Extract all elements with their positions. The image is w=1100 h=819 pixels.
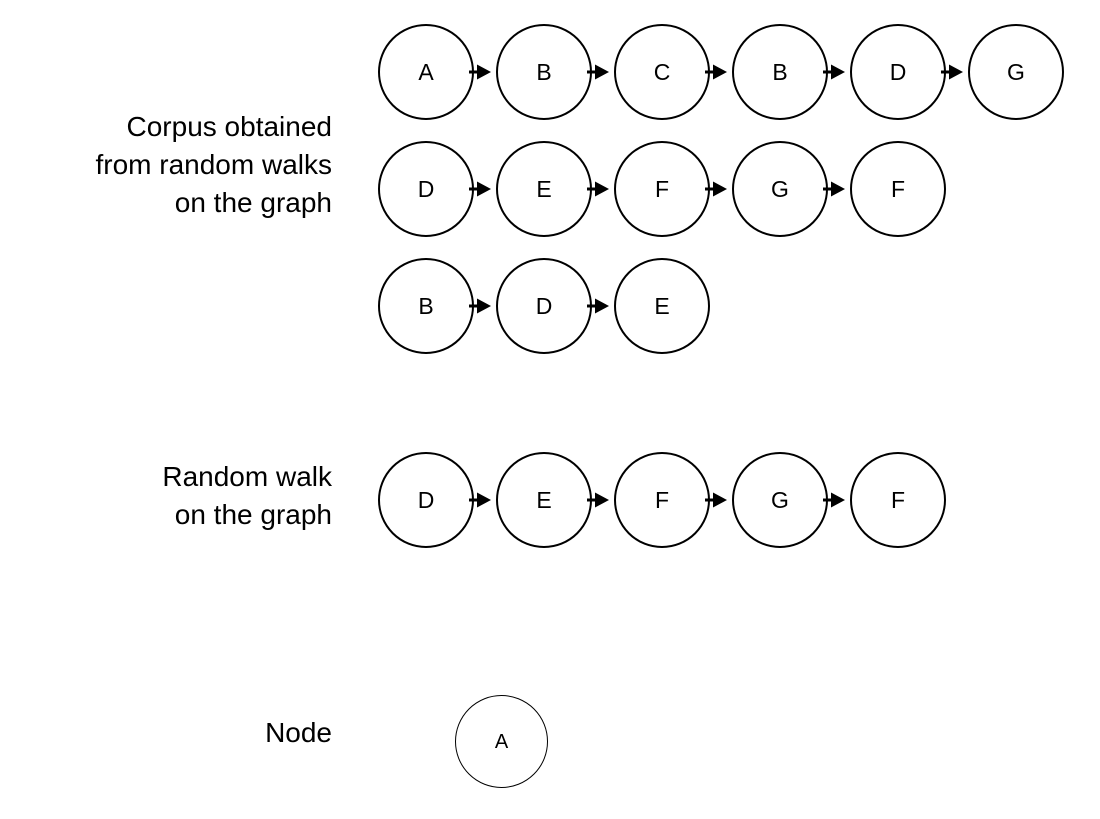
node-circle[interactable]: F: [614, 452, 710, 548]
arrow-right-icon: [469, 180, 495, 198]
random-walk-label: Random walk on the graph: [162, 461, 332, 530]
node-circle[interactable]: A: [455, 695, 548, 788]
arrow-right-icon: [941, 63, 967, 81]
node-circle[interactable]: E: [496, 141, 592, 237]
arrow-right-icon: [469, 63, 495, 81]
corpus-label: Corpus obtained from random walks on the…: [95, 111, 332, 218]
node-circle[interactable]: F: [850, 141, 946, 237]
node-circle[interactable]: B: [496, 24, 592, 120]
node-circle[interactable]: F: [850, 452, 946, 548]
node-circle[interactable]: E: [496, 452, 592, 548]
node-circle[interactable]: D: [496, 258, 592, 354]
node-circle[interactable]: D: [378, 452, 474, 548]
node-label: Node: [265, 717, 332, 748]
node-circle[interactable]: D: [378, 141, 474, 237]
arrow-right-icon: [823, 63, 849, 81]
node-circle[interactable]: F: [614, 141, 710, 237]
node-circle[interactable]: D: [850, 24, 946, 120]
arrow-right-icon: [705, 180, 731, 198]
node-circle[interactable]: G: [732, 141, 828, 237]
arrow-right-icon: [587, 491, 613, 509]
node-circle[interactable]: A: [378, 24, 474, 120]
arrow-right-icon: [469, 297, 495, 315]
arrow-right-icon: [587, 180, 613, 198]
node-circle[interactable]: G: [732, 452, 828, 548]
arrow-right-icon: [587, 297, 613, 315]
node-circle[interactable]: B: [732, 24, 828, 120]
arrow-right-icon: [469, 491, 495, 509]
arrow-right-icon: [587, 63, 613, 81]
node-circle[interactable]: E: [614, 258, 710, 354]
arrow-right-icon: [705, 63, 731, 81]
arrow-right-icon: [823, 491, 849, 509]
node-circle[interactable]: B: [378, 258, 474, 354]
node-circle[interactable]: C: [614, 24, 710, 120]
arrow-right-icon: [705, 491, 731, 509]
arrow-right-icon: [823, 180, 849, 198]
node-circle[interactable]: G: [968, 24, 1064, 120]
